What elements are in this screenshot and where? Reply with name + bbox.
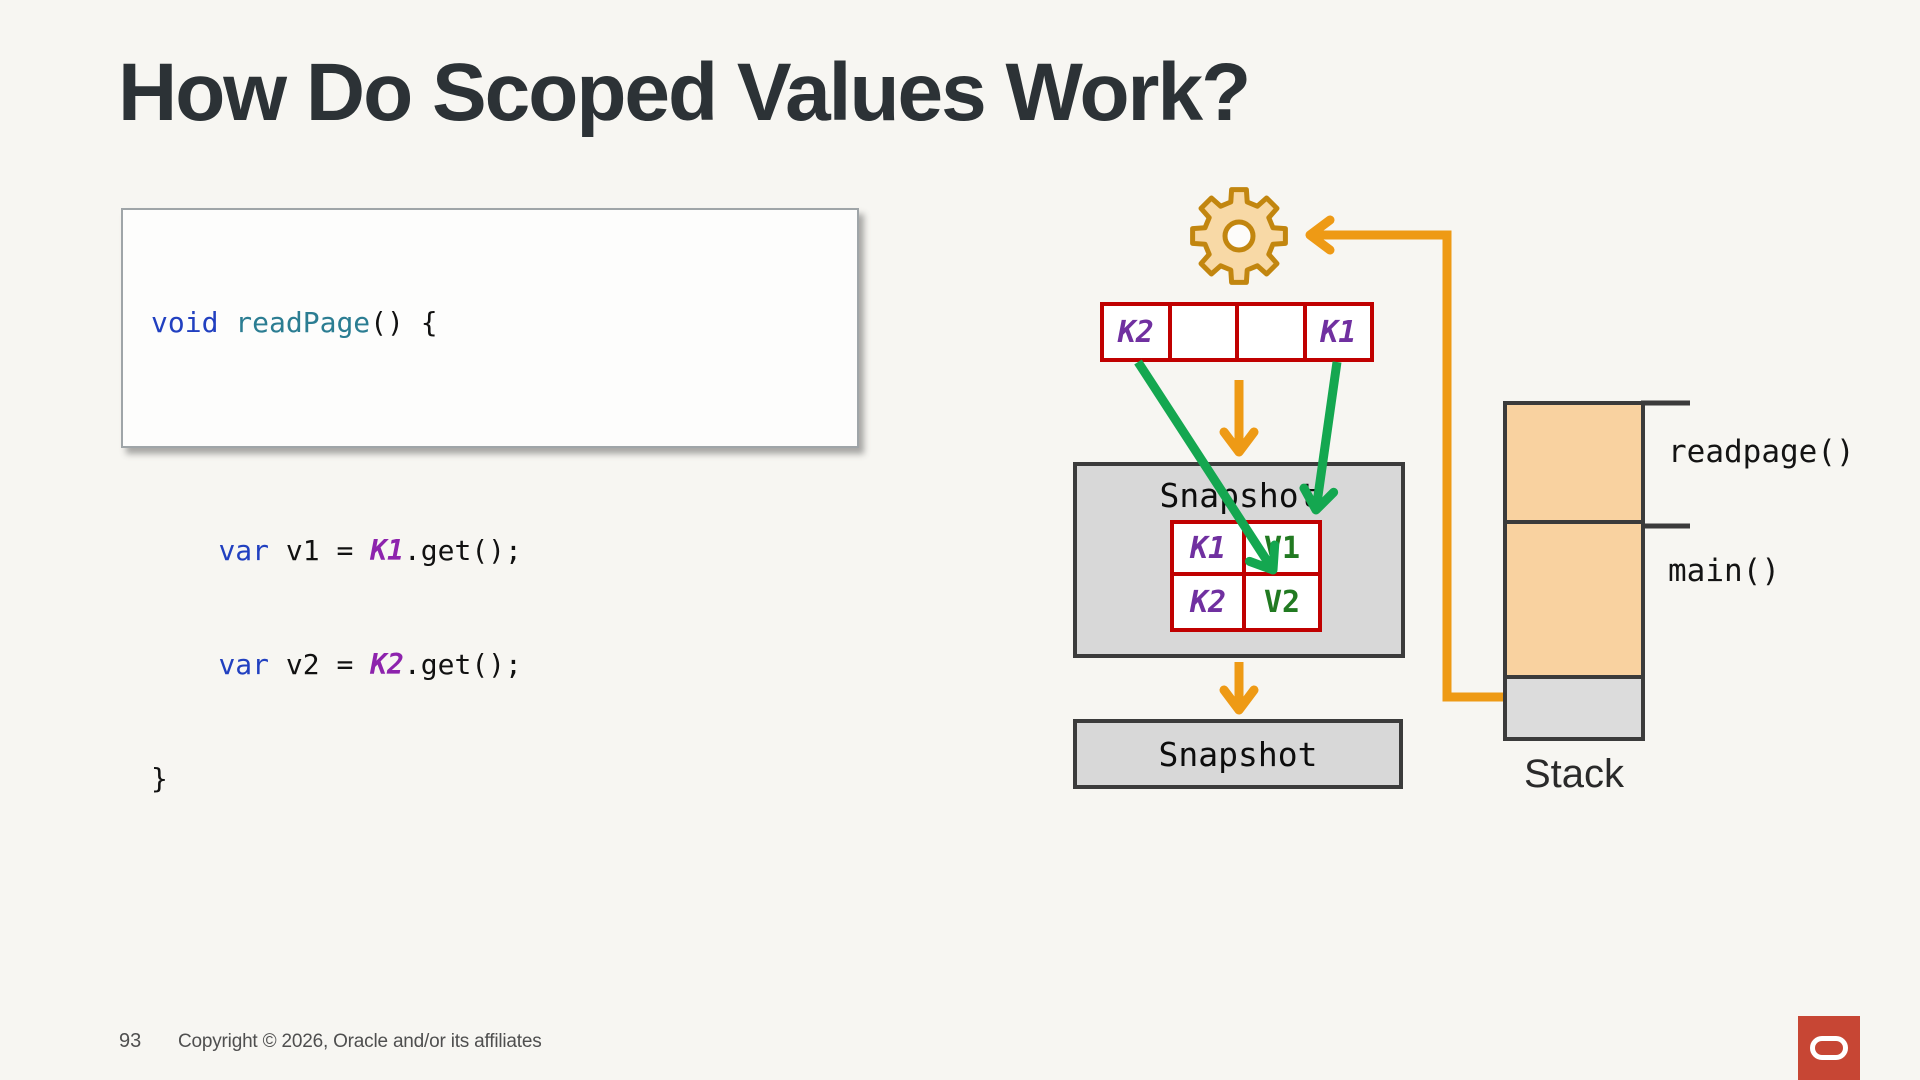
stack-frame-readpage [1507,405,1641,524]
stack-frame-bottom [1507,679,1641,737]
bindings-row: K2 K1 [1100,302,1374,362]
stack-frame-label-main: main() [1668,553,1780,589]
copyright-text: Copyright © 2026, Oracle and/or its affi… [178,1031,542,1052]
code-line: var v2 = K2.get(); [218,648,522,681]
snapshot-kv-table: K1 V1 K2 V2 [1170,520,1322,632]
stack-caption: Stack [1523,752,1625,796]
code-block: void readPage() { var v1 = K1.get(); var… [121,208,859,795]
snapshot-label: Snapshot [1158,734,1318,774]
binding-cell-empty [1167,306,1236,358]
oracle-logo [1798,1016,1860,1080]
table-cell-v2: V2 [1246,576,1318,628]
code-line: var v1 = K1.get(); [218,534,522,567]
oracle-o-icon [1810,1036,1848,1060]
stack-diagram [1503,401,1645,741]
snapshot-box-bottom: Snapshot [1073,719,1403,789]
table-cell-v1: V1 [1246,524,1318,576]
page-number: 93 [119,1030,142,1052]
page-title: How Do Scoped Values Work? [118,47,1251,138]
code-line: } [151,762,168,795]
snapshot-label: Snapshot [1159,476,1319,515]
gear-icon [1190,187,1288,285]
code-line [151,418,857,456]
table-cell-k2: K2 [1174,576,1246,628]
table-cell-k1: K1 [1174,524,1246,576]
binding-cell-empty [1235,306,1303,358]
stack-frame-label-readpage: readpage() [1668,434,1855,470]
binding-cell-k1: K1 [1302,306,1371,358]
stack-frame-main [1507,524,1641,679]
code-line: void readPage() { [151,306,438,339]
binding-cell-k2: K2 [1117,314,1154,350]
